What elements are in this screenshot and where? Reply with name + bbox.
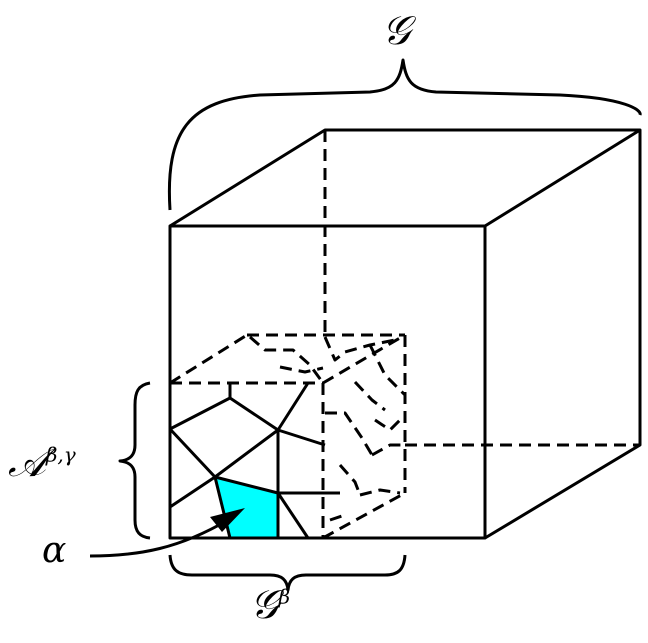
brace-subset — [118, 381, 151, 540]
arrowhead-icon — [210, 508, 245, 532]
label-block-sup: β — [278, 584, 291, 609]
label-subset-sup: β,γ — [45, 442, 76, 467]
label-block: 𝒢β — [250, 582, 290, 628]
brace-block — [168, 554, 407, 592]
label-block-main: 𝒢 — [250, 582, 279, 628]
label-subset: 𝒜β,γ — [8, 440, 76, 486]
global-cube — [168, 128, 642, 540]
label-global: 𝒢 — [382, 8, 411, 54]
label-alpha: α — [42, 530, 67, 571]
label-subset-main: 𝒜 — [8, 440, 46, 486]
brace-global — [167, 58, 642, 211]
voronoi-grains — [168, 382, 340, 540]
alpha-pointer — [89, 518, 229, 558]
sub-cube — [169, 333, 407, 540]
